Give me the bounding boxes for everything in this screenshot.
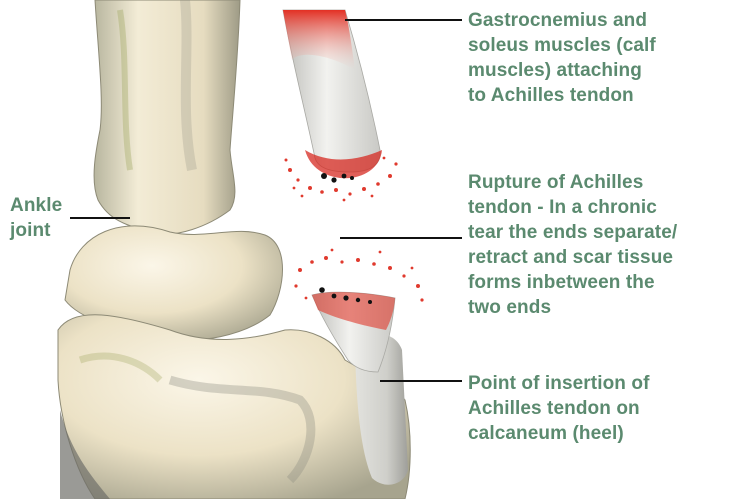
insertion-label: Point of insertion of Achilles tendon on… — [468, 371, 730, 446]
ankle-joint-label: Ankle joint — [10, 193, 90, 243]
upper-tendon-stump — [283, 10, 382, 178]
tibia-bone — [94, 0, 240, 234]
rupture-label: Rupture of Achilles tendon - In a chroni… — [468, 170, 734, 320]
calf-muscles-label: Gastrocnemius and soleus muscles (calf m… — [468, 8, 730, 108]
